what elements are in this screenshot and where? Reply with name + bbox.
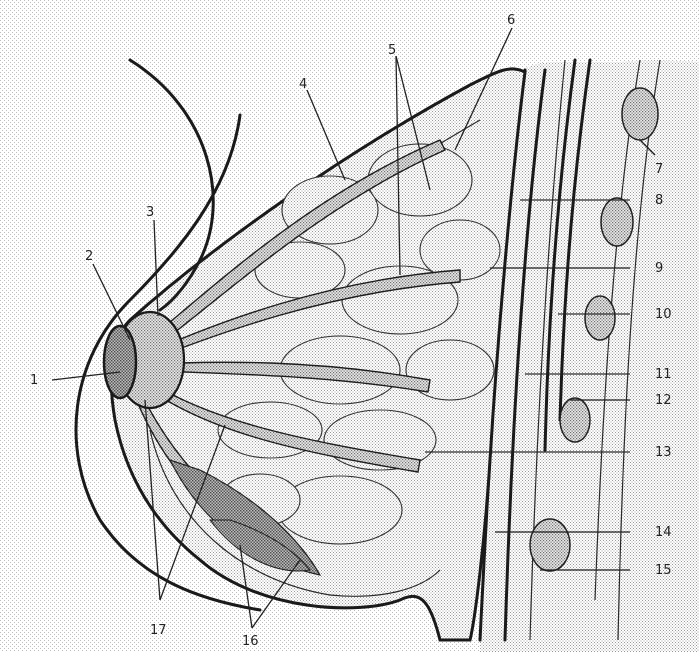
label-3: 3	[146, 205, 154, 220]
label-1: 1	[30, 373, 38, 388]
label-5: 5	[388, 43, 396, 58]
label-6: 6	[507, 13, 515, 28]
label-9: 9	[655, 261, 663, 276]
label-13: 13	[655, 445, 672, 460]
nipple-areola	[104, 312, 184, 408]
label-14: 14	[655, 525, 672, 540]
label-12: 12	[655, 393, 672, 408]
label-11: 11	[655, 367, 672, 382]
label-7: 7	[655, 162, 663, 177]
label-2: 2	[85, 249, 93, 264]
label-17: 17	[150, 623, 167, 638]
label-15: 15	[655, 563, 672, 578]
label-10: 10	[655, 307, 672, 322]
label-16: 16	[242, 634, 259, 649]
label-8: 8	[655, 193, 663, 208]
label-4: 4	[299, 77, 307, 92]
